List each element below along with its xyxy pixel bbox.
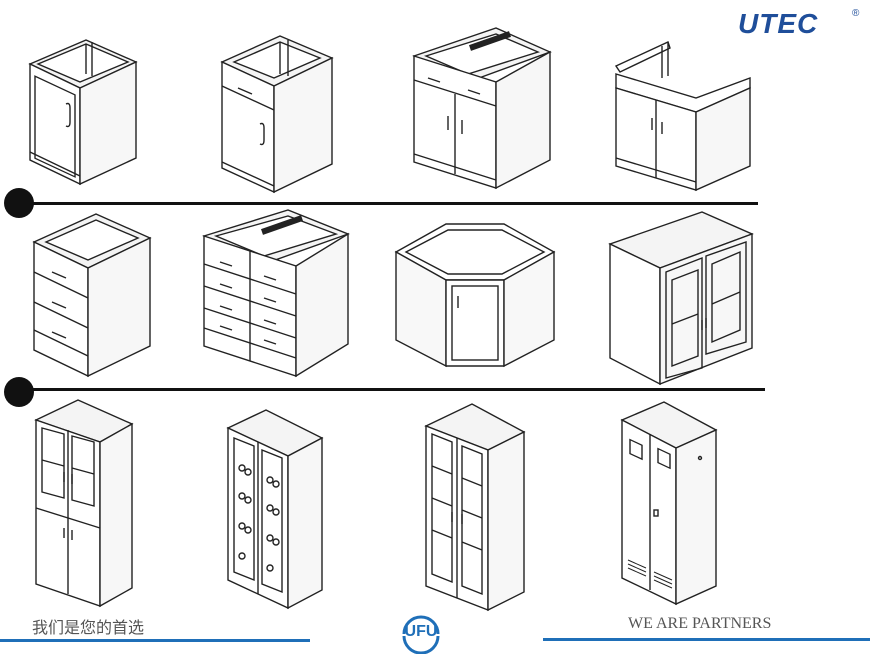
footer-slogan-en: WE ARE PARTNERS [628, 615, 772, 632]
registered-mark: ® [852, 8, 860, 19]
footer-left-bar [0, 639, 310, 642]
ufu-logo-mark [402, 615, 440, 655]
double-drawer-double-door-cabinet [410, 24, 555, 196]
glass-top-tall-cabinet [32, 398, 136, 612]
row-divider [20, 202, 758, 205]
ufu-logo-text: UFU [404, 623, 438, 640]
sink-base-cabinet [612, 38, 754, 196]
footer-right-bar [543, 638, 870, 641]
corner-cabinet [392, 220, 558, 372]
three-drawer-cabinet [30, 210, 155, 382]
row-divider [20, 388, 765, 391]
vessel-rack-tall-cabinet [226, 408, 326, 614]
glass-door-wall-cabinet [606, 208, 756, 390]
drawer-and-door-base-cabinet [218, 28, 336, 198]
single-door-base-cabinet [26, 34, 141, 190]
ufu-logo: UFU [398, 614, 444, 655]
full-glass-tall-cabinet [422, 402, 528, 616]
ventilated-storage-cabinet [618, 400, 720, 610]
logo-text: UTEC [738, 8, 819, 39]
utec-logo: UTEC ® [738, 8, 864, 42]
multi-drawer-cabinet [200, 206, 352, 382]
footer-slogan-cn: 我们是您的首选 [32, 618, 145, 637]
row-marker-dot [4, 377, 34, 407]
